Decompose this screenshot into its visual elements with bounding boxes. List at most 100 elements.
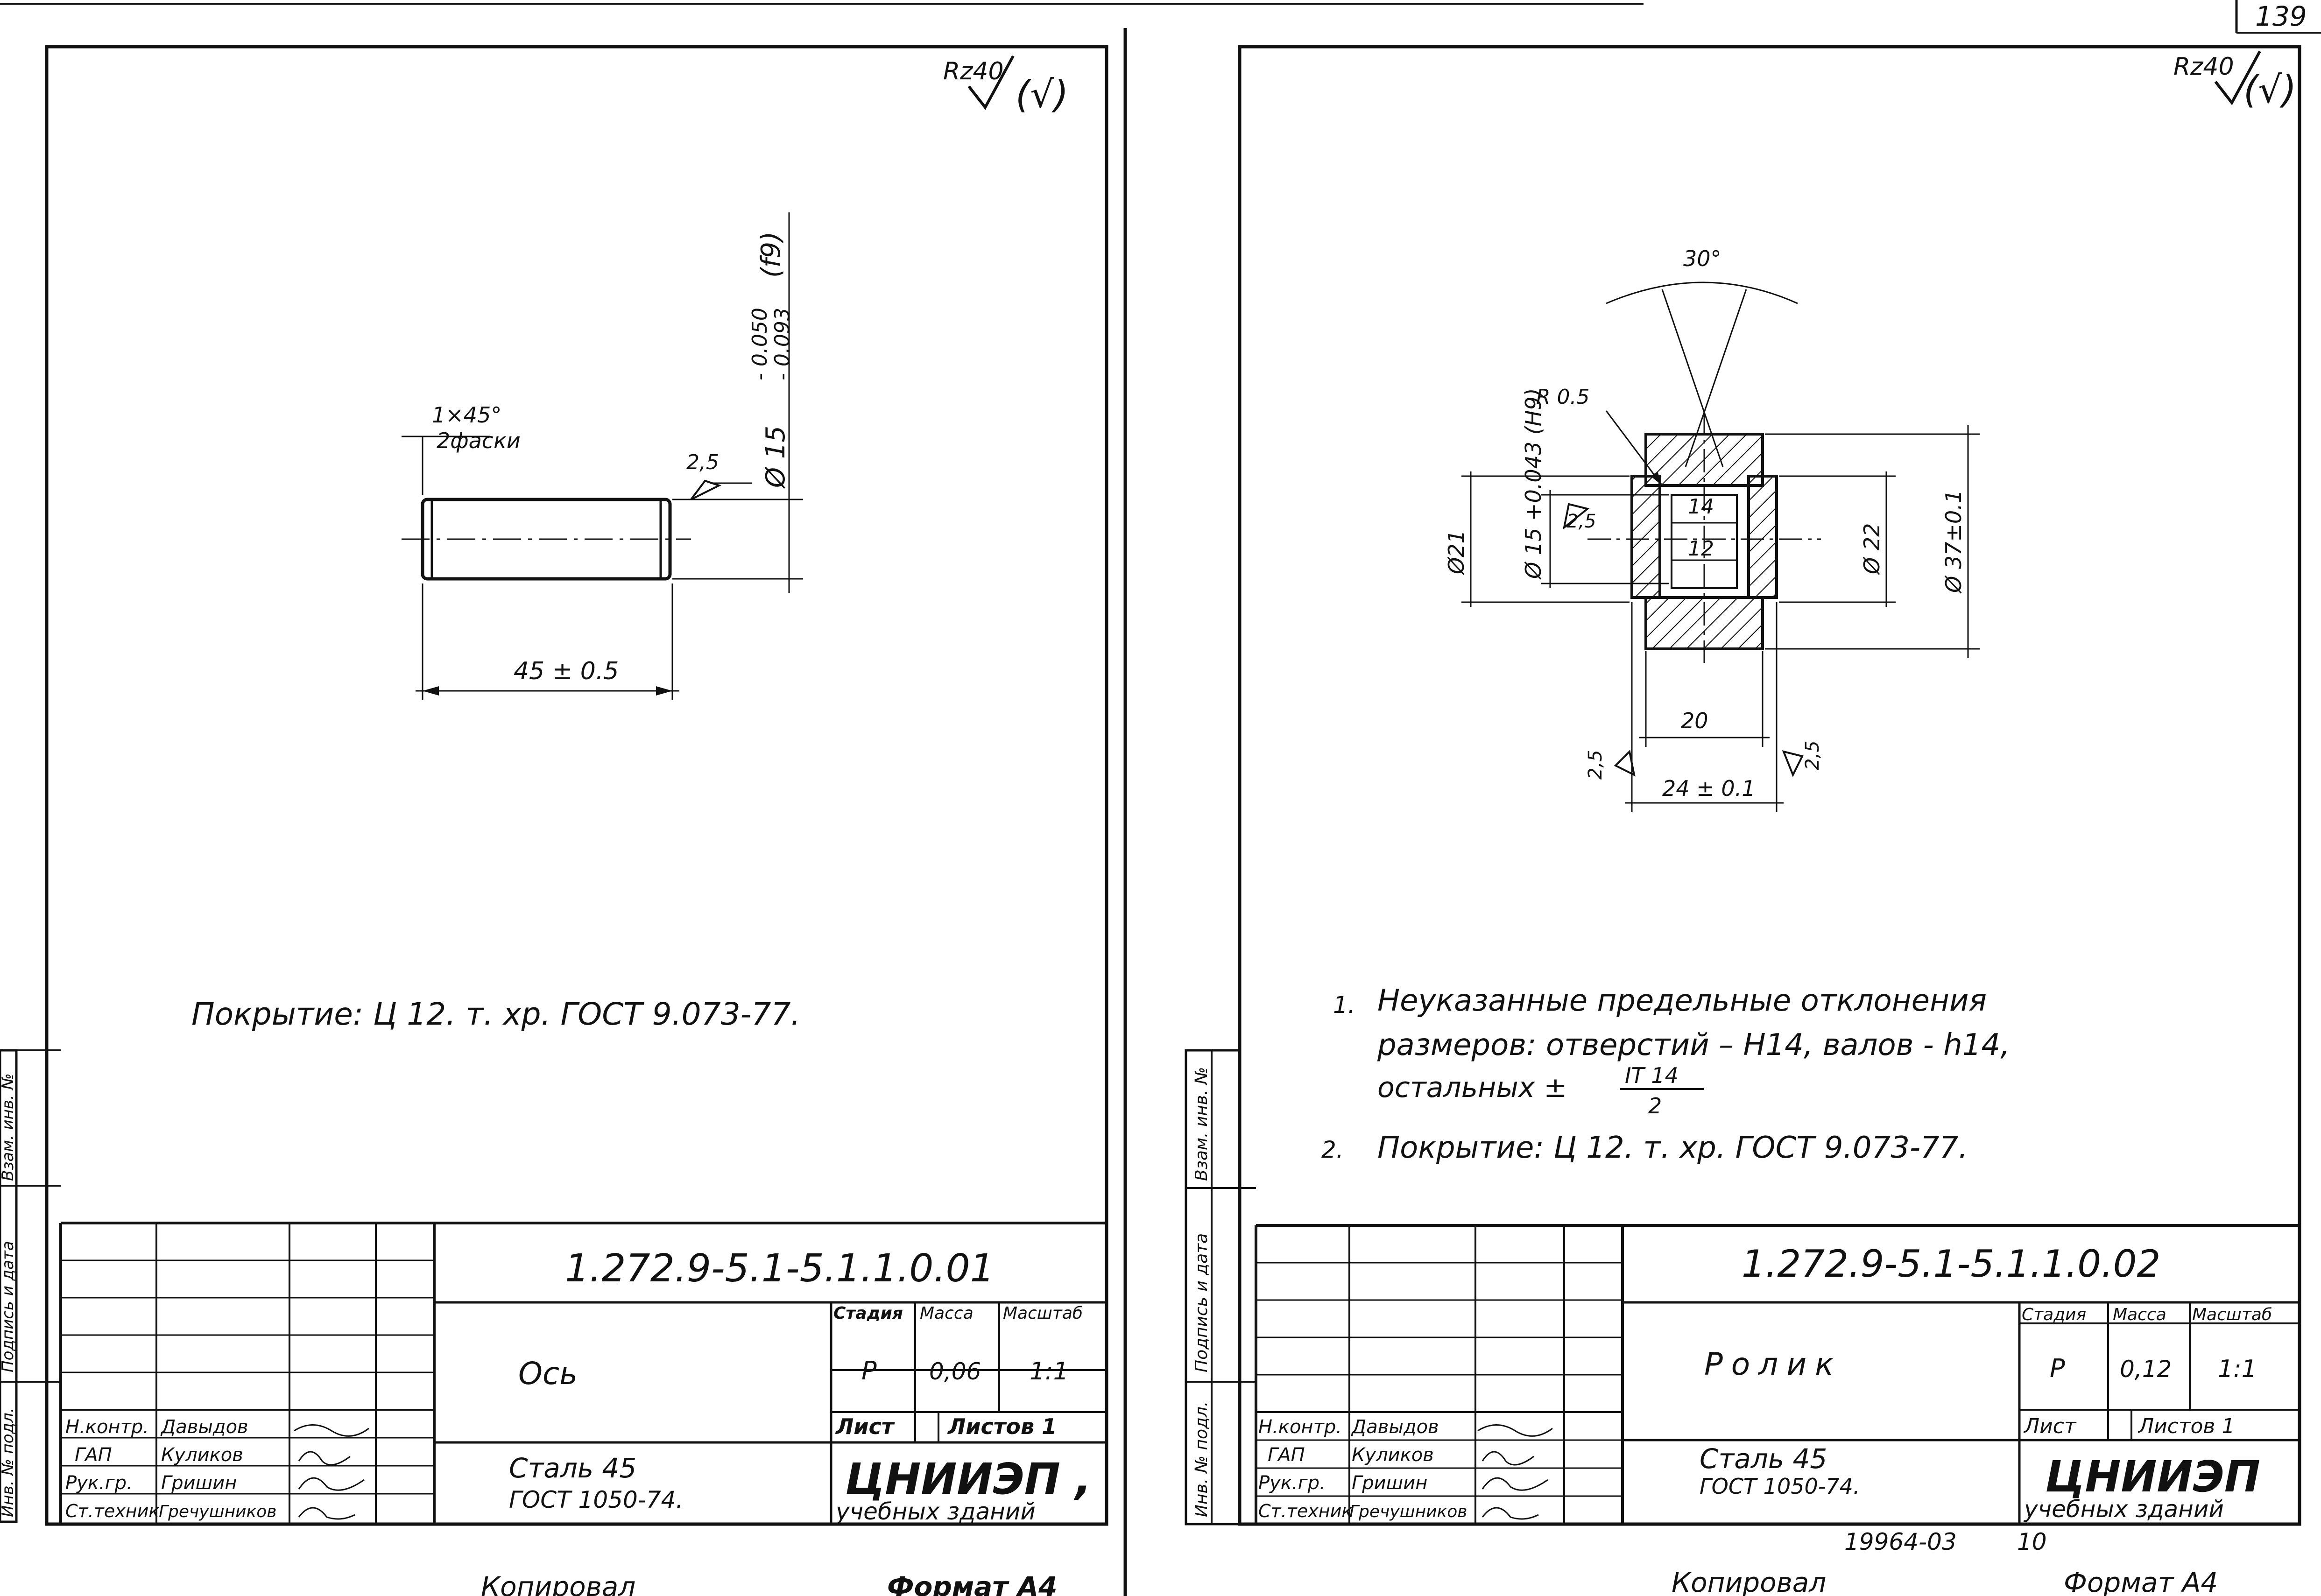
hdr-stage-right: Стадия [2022, 1305, 2086, 1324]
org-name-right: ЦНИИЭП [2045, 1452, 2260, 1502]
diameter-22: Ø 22 [1859, 523, 1884, 575]
footer-format-left: Формат А4 [887, 1571, 1057, 1596]
stage-right: Р [2050, 1354, 2065, 1383]
name-2-right: Гришин [1352, 1472, 1427, 1494]
hole-diameter: Ø 15 +0.043 (H9) [1521, 388, 1546, 580]
serial-number: 19964-03 [1844, 1528, 1957, 1555]
name-1-left: Куликов [161, 1444, 243, 1466]
width-12: 12 [1688, 537, 1714, 561]
stamp-inv-right: Инв. № подл. [1192, 1401, 1211, 1517]
hdr-scale-left: Масштаб [1003, 1304, 1083, 1323]
roughness-2-5: 2,5 [686, 450, 719, 474]
role-3-right: Ст.техник [1258, 1501, 1352, 1521]
role-2-right: Рук.гр. [1258, 1472, 1326, 1494]
role-2-left: Рук.гр. [65, 1472, 133, 1494]
org-sub-left: учебных зданий [835, 1498, 1036, 1525]
radius-r0-5: R 0.5 [1536, 385, 1590, 409]
right-sheet: Rz40 (√) [1238, 45, 2301, 1596]
length-dim: 45 ± 0.5 [514, 657, 619, 685]
axle-part-drawing [402, 212, 803, 700]
hdr-mass-left: Масса [920, 1304, 974, 1323]
material-left-1: Сталь 45 [509, 1452, 636, 1484]
svg-text:- 0.093: - 0.093 [770, 308, 794, 380]
note-1-line3: остальных ± [1377, 1071, 1567, 1104]
name-0-left: Давыдов [160, 1416, 248, 1438]
footer-copied-right: Копировал [1672, 1567, 1826, 1596]
mass-left: 0,06 [929, 1358, 981, 1385]
svg-text:- 0.050: - 0.050 [748, 308, 772, 380]
angle-30: 30° [1683, 246, 1721, 271]
material-left-2: ГОСТ 1050-74. [509, 1486, 683, 1513]
footer-format-right: Формат А4 [2064, 1567, 2218, 1596]
hdr-scale-right: Масштаб [2192, 1305, 2272, 1324]
part-name-right: Ролик [1704, 1346, 1842, 1382]
part-name-left: Ось [518, 1356, 578, 1392]
stamp-replace-left: Взам. инв. № [0, 1073, 17, 1181]
roller-part-drawing [1461, 281, 1980, 812]
note-1-frac-bot: 2 [1648, 1093, 1662, 1118]
svg-text:(√): (√) [1016, 73, 1068, 116]
sheet-label-left: Лист [835, 1414, 895, 1439]
coating-note: Покрытие: Ц 12. т. хр. ГОСТ 9.073-77. [191, 996, 800, 1032]
svg-text:Ø 15: Ø 15 [761, 426, 791, 489]
width-20: 20 [1681, 708, 1708, 733]
material-right-1: Сталь 45 [1700, 1443, 1827, 1475]
sheets-label-right: Листов 1 [2138, 1414, 2235, 1438]
name-2-left: Гришин [161, 1472, 237, 1494]
role-0-right: Н.контр. [1258, 1416, 1342, 1438]
note-1-line1: Неуказанные предельные отклонения [1377, 984, 1987, 1018]
role-1-left: ГАП [75, 1444, 112, 1466]
left-sheet: Rz40 (√) 1×45° 2фа [45, 45, 1108, 1596]
drawing-code-left: 1.272.9-5.1-5.1.1.0.01 [565, 1246, 995, 1291]
signatures-left [294, 1424, 369, 1520]
rough-inner: 2,5 [1566, 511, 1596, 532]
page-number: 139 [2255, 0, 2307, 32]
svg-text:Rz40: Rz40 [2173, 53, 2234, 81]
stamp-replace-right: Взам. инв. № [1192, 1067, 1211, 1181]
svg-text:(√): (√) [2243, 68, 2296, 112]
name-3-right: Гречушников [1349, 1502, 1467, 1521]
scale-left: 1:1 [1030, 1357, 1069, 1385]
role-1-right: ГАП [1268, 1444, 1305, 1466]
rough-right-side: 2,5 [1802, 740, 1823, 770]
svg-text:(f9): (f9) [756, 232, 786, 278]
roughness-mark-right: Rz40 (√) [2173, 50, 2296, 112]
diameter-21: Ø21 [1444, 530, 1469, 575]
stamp-inv-left: Инв. № подл. [0, 1407, 17, 1517]
roughness-mark: Rz40 (√) [943, 55, 1068, 116]
sheet-label-right: Лист [2023, 1414, 2077, 1438]
diameter-dim: Ø 15 - 0.050 - 0.093 (f9) [748, 232, 794, 489]
drawing-code-right: 1.272.9-5.1-5.1.1.0.02 [1742, 1242, 2160, 1286]
diameter-37: Ø 37±0.1 [1941, 490, 1966, 594]
note-1-num: 1. [1333, 991, 1355, 1019]
note-2-text: Покрытие: Ц 12. т. хр. ГОСТ 9.073-77. [1377, 1131, 1968, 1165]
sheets-label-left: Листов 1 [947, 1414, 1057, 1439]
material-right-2: ГОСТ 1050-74. [1700, 1474, 1860, 1499]
width-24: 24 ± 0.1 [1662, 776, 1755, 801]
note-1-line2: размеров: отверстий – Н14, валов - h14, [1377, 1028, 2010, 1062]
signatures-right [1477, 1424, 1553, 1520]
note-2-num: 2. [1321, 1136, 1344, 1163]
sheet-counter: 10 [2017, 1528, 2047, 1555]
note-1-frac-top: IT 14 [1625, 1063, 1679, 1088]
stamp-sign-left: Подпись и дата [0, 1241, 17, 1372]
side-stamp-right: Инв. № подл. Подпись и дата Взам. инв. № [1185, 1049, 1256, 1526]
hdr-mass-right: Масса [2113, 1305, 2166, 1324]
mass-right: 0,12 [2120, 1356, 2172, 1383]
name-1-right: Куликов [1352, 1444, 1434, 1466]
stamp-sign-right: Подпись и дата [1192, 1233, 1211, 1372]
hdr-stage-left: Стадия [833, 1304, 903, 1323]
stage-left: Р [861, 1356, 877, 1385]
scale-right: 1:1 [2218, 1355, 2257, 1383]
footer-copied-left: Копировал [481, 1571, 635, 1596]
chamfer-label: 1×45° [432, 402, 501, 428]
org-sub-right: учебных зданий [2023, 1496, 2224, 1523]
side-stamp-left: Инв. № подл. Подпись и дата Взам. инв. № [0, 1049, 61, 1523]
role-0-left: Н.контр. [65, 1416, 149, 1438]
width-14: 14 [1688, 495, 1714, 519]
name-3-left: Гречушников [159, 1502, 277, 1521]
org-name-left: ЦНИИЭП , [845, 1454, 1092, 1504]
title-block-left [59, 1222, 1107, 1524]
rough-left-side: 2,5 [1585, 750, 1606, 780]
